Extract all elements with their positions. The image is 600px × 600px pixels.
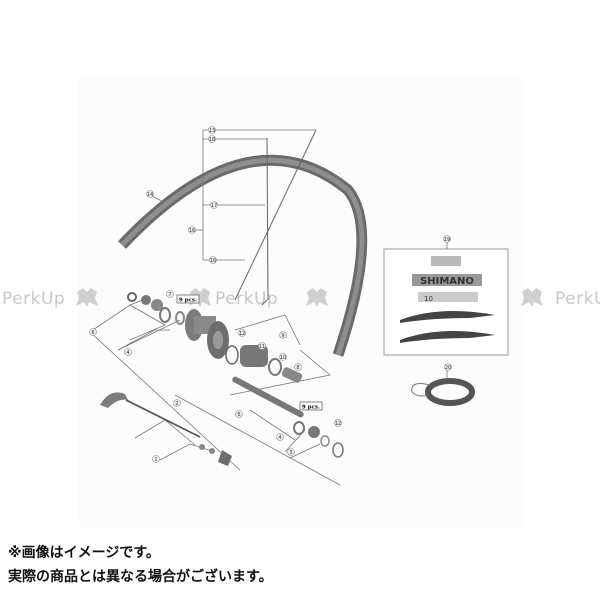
- hub-body: [185, 309, 229, 359]
- callout-2: 2: [173, 399, 181, 407]
- left-axle-parts: [127, 292, 185, 325]
- svg-text:16: 16: [189, 228, 195, 234]
- callout-19: 19: [443, 235, 451, 243]
- svg-text:9 pcs.: 9 pcs.: [302, 405, 320, 411]
- svg-text:1: 1: [154, 457, 157, 463]
- watermark-text: PerkUp: [2, 289, 66, 309]
- svg-text:14: 14: [147, 192, 153, 198]
- callout-7: 7: [166, 290, 174, 298]
- freehub: [225, 345, 303, 383]
- svg-text:2: 2: [175, 401, 178, 407]
- qty-badge-lower: 9 pcs.: [299, 401, 323, 411]
- svg-text:17: 17: [211, 203, 217, 209]
- callouts: 13 18 14 17 16 16 7 6 4 12 9 11 10 8 2 6…: [89, 126, 452, 463]
- right-axle-parts: [293, 421, 344, 458]
- callout-10: 10: [279, 353, 287, 361]
- callout-12b: 12: [334, 419, 342, 427]
- svg-text:9 pcs.: 9 pcs.: [179, 298, 197, 304]
- svg-text:7: 7: [168, 292, 171, 298]
- svg-text:18: 18: [209, 137, 215, 143]
- decal-sheet: SHIMANO 10: [383, 242, 509, 356]
- watermark-logo-icon: [521, 288, 543, 307]
- callout-17: 17: [210, 201, 218, 209]
- svg-text:6: 6: [237, 412, 240, 418]
- svg-text:SHIMANO: SHIMANO: [420, 276, 474, 287]
- callout-3: 3: [287, 448, 295, 456]
- svg-text:3: 3: [289, 450, 292, 456]
- svg-text:6: 6: [91, 330, 94, 336]
- watermark-text: PerkUp: [215, 289, 279, 309]
- rim-tape: [411, 370, 475, 406]
- callout-13: 13: [208, 126, 216, 134]
- caption-disclaimer-2: 実際の商品とは異なる場合がございます。: [8, 569, 273, 585]
- callout-4b: 4: [276, 433, 284, 441]
- svg-text:13: 13: [209, 128, 215, 134]
- svg-text:11: 11: [259, 344, 265, 350]
- callout-1: 1: [152, 455, 160, 463]
- svg-text:12: 12: [239, 331, 245, 337]
- svg-text:10: 10: [424, 295, 433, 303]
- callout-20: 20: [444, 363, 452, 371]
- watermark-logo-icon: [306, 288, 328, 307]
- callout-6b: 6: [235, 410, 243, 418]
- svg-text:20: 20: [445, 365, 451, 371]
- watermark-text: PerkUp: [555, 289, 600, 309]
- callout-9: 8: [294, 363, 302, 371]
- callout-8: 9: [279, 331, 287, 339]
- svg-text:9: 9: [281, 333, 284, 339]
- callout-16b: 16: [209, 256, 217, 264]
- watermark-logo-icon: [76, 288, 98, 307]
- svg-text:19: 19: [444, 237, 450, 243]
- callout-16a: 16: [188, 226, 196, 234]
- svg-text:4: 4: [126, 350, 129, 356]
- caption-disclaimer-1: ※画像はイメージです。: [8, 545, 160, 561]
- callout-12a: 12: [238, 329, 246, 337]
- svg-text:16: 16: [210, 258, 216, 264]
- svg-text:8: 8: [296, 365, 299, 371]
- callout-6a: 6: [89, 328, 97, 336]
- svg-text:10: 10: [280, 355, 286, 361]
- rim: [118, 154, 368, 357]
- svg-text:4: 4: [278, 435, 281, 441]
- callout-14: 14: [146, 190, 154, 198]
- axle: [232, 376, 304, 418]
- spokes: [234, 129, 317, 306]
- callout-18: 18: [208, 135, 216, 143]
- svg-text:12: 12: [335, 421, 341, 427]
- qr-skewer: [100, 392, 232, 466]
- callout-11: 11: [258, 342, 266, 350]
- callout-4a: 4: [124, 348, 132, 356]
- callout-lines: [89, 129, 341, 486]
- qty-badge-upper: 9 pcs.: [176, 294, 200, 304]
